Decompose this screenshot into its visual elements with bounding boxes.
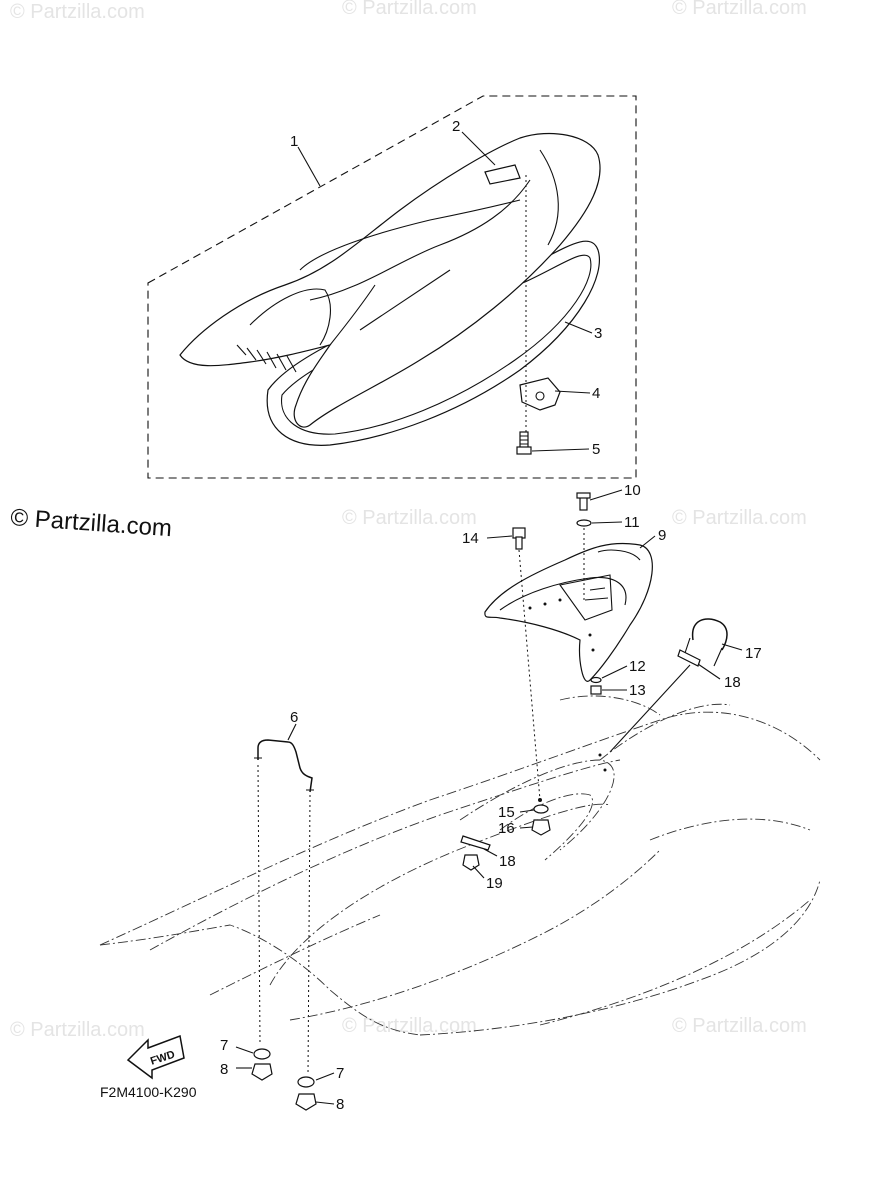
leader-dotted [257,764,261,1046]
callout-1: 1 [290,133,298,150]
callout-9: 9 [658,527,666,544]
grab-handle [254,739,314,793]
callout-18-lower: 18 [499,853,516,870]
callout-18-upper: 18 [724,674,741,691]
watermark: © Partzilla.com [342,1015,477,1037]
watermark-main: © Partzilla.com [10,504,173,542]
washer-7a [253,1048,271,1060]
tie-plate-lower [460,835,491,851]
bolt-14 [512,527,526,550]
callout-8-left: 8 [220,1061,228,1078]
callout-17: 17 [745,645,762,662]
callout-12: 12 [629,658,646,675]
callout-5: 5 [592,441,600,458]
callout-15: 15 [498,804,515,821]
callout-8-right: 8 [336,1096,344,1113]
figure-code: F2M4100-K290 [100,1084,197,1100]
washer-12 [590,676,602,684]
tie-plate-upper [677,649,701,667]
washer-11 [576,519,592,527]
callout-4: 4 [592,385,600,402]
watermark: © Partzilla.com [10,1019,145,1041]
washer-7b [297,1076,315,1088]
washer-15 [533,804,549,814]
callout-6: 6 [290,709,298,726]
seat-label-plate [484,164,521,185]
callout-13: 13 [629,682,646,699]
callout-2: 2 [452,118,460,135]
rear-seat [484,542,653,682]
watermark: © Partzilla.com [672,1015,807,1037]
callout-11: 11 [624,514,640,531]
watermark: © Partzilla.com [342,507,477,529]
watermark: © Partzilla.com [10,1,145,23]
leader-dotted [518,549,541,801]
fwd-arrow: FWD [126,1034,185,1080]
leader-dotted [307,794,311,1076]
callout-19: 19 [486,875,503,892]
nut-13 [590,685,602,695]
callout-leaders [235,131,743,1105]
nut-16 [531,819,551,836]
callout-7-left: 7 [220,1037,228,1054]
seat-body [179,132,601,428]
callout-14: 14 [462,530,479,547]
seat-hook-bracket [519,377,561,411]
nut-19 [462,854,480,871]
nut-8b [295,1093,317,1111]
bolt-10 [576,492,591,511]
hull-deck [99,695,821,1036]
callout-16: 16 [498,820,515,837]
callout-3: 3 [594,325,602,342]
watermark-group: © Partzilla.com © Partzilla.com © Partzi… [10,0,807,1041]
watermark: © Partzilla.com [342,0,477,19]
callout-10: 10 [624,482,641,499]
callout-labels: 1 2 3 4 5 6 7 8 7 8 9 10 11 12 13 14 15 … [220,118,762,1113]
nut-8a [251,1063,273,1081]
callout-7-right: 7 [336,1065,344,1082]
watermark: © Partzilla.com [672,507,807,529]
watermark: © Partzilla.com [672,0,807,19]
seat-assembly-box [147,95,637,479]
seat-bolt [516,431,532,455]
